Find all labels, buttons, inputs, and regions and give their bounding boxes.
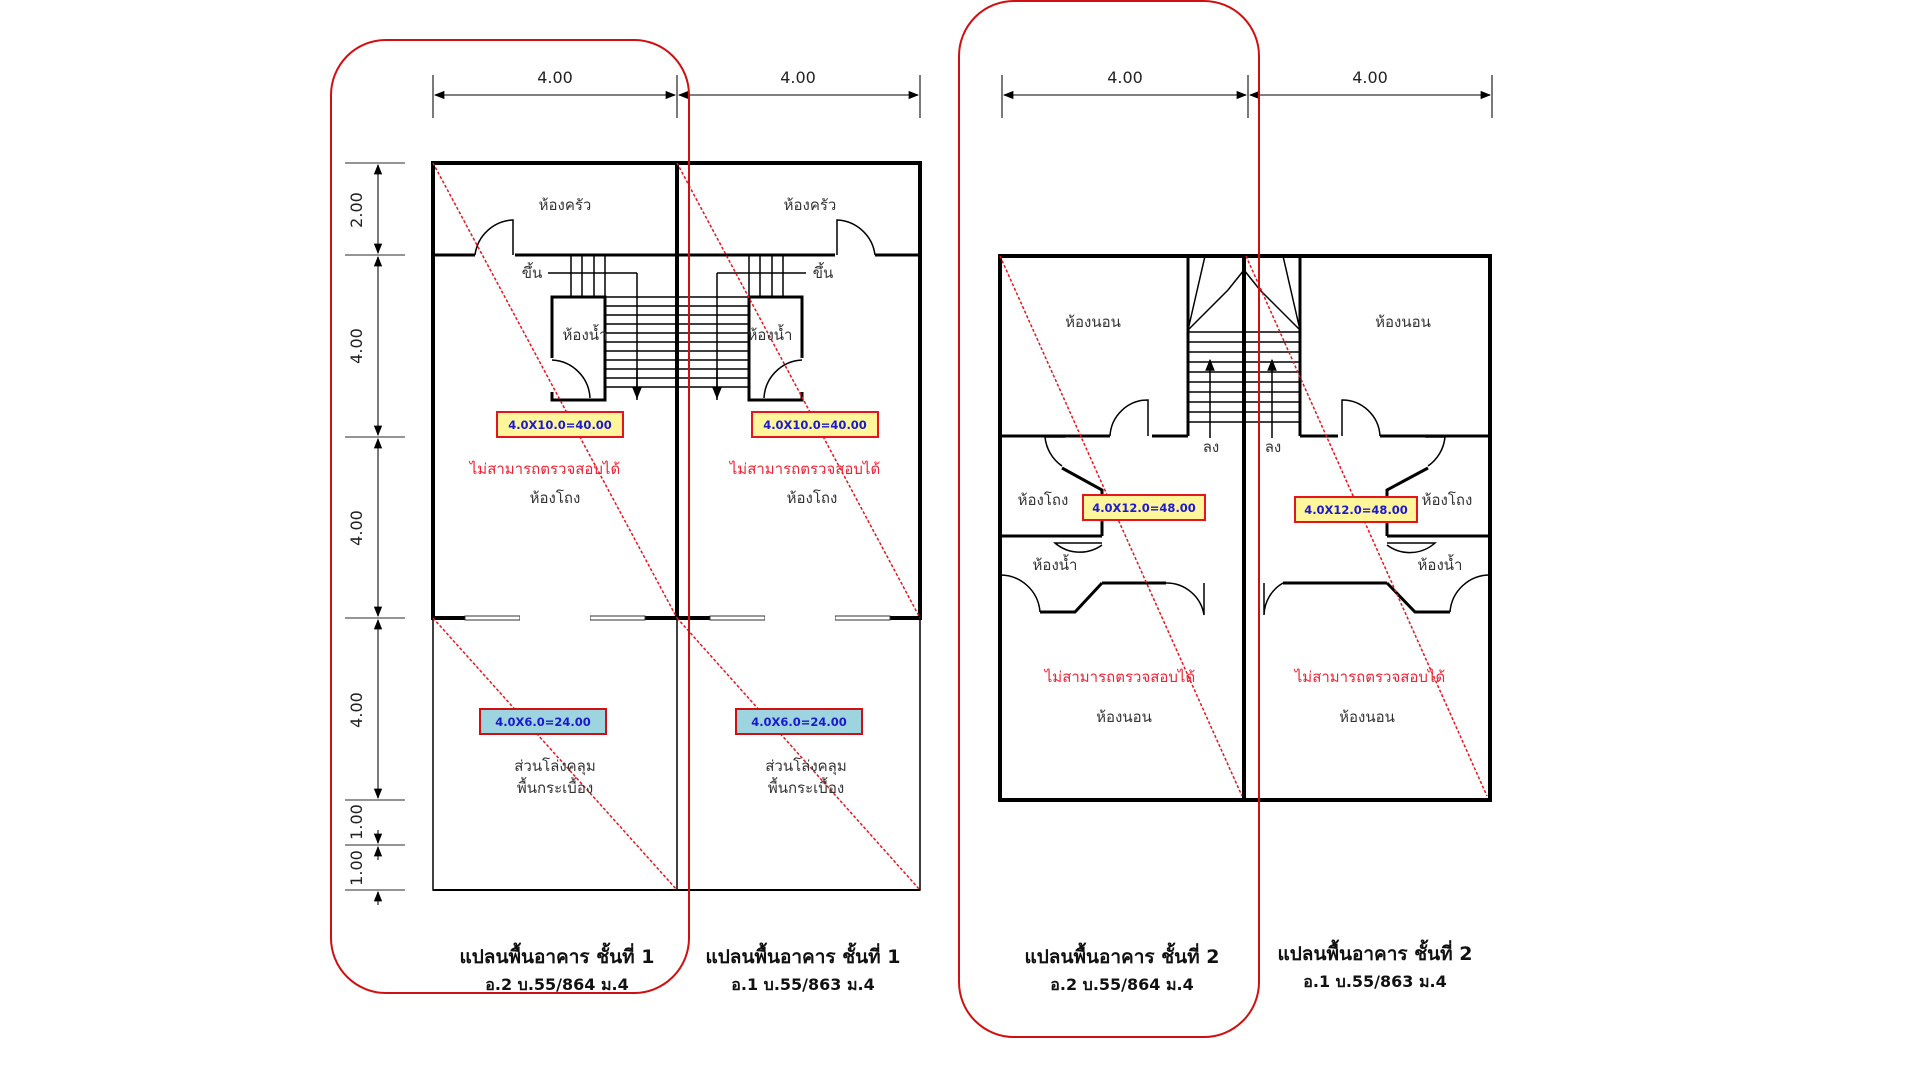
room-label-bedroom: ห้องนอน <box>1375 313 1431 331</box>
room-label-hall: ห้องโถง <box>1422 491 1473 509</box>
dim-label: 2.00 <box>347 192 366 228</box>
door <box>1165 582 1205 616</box>
floor2-top-dimension: 4.00 4.00 <box>1001 68 1493 118</box>
room-label-porch-floor: พื้นกระเบื้อง <box>517 777 593 797</box>
diagonal-mark <box>432 617 678 891</box>
dim-label: 4.00 <box>347 328 366 364</box>
warning-label: ไม่สามารถตรวจสอบได้ <box>1044 668 1195 686</box>
area-box <box>1082 494 1206 521</box>
floor1-top-dimension: 4.00 4.00 <box>432 68 921 118</box>
floor2-unit1-labels: ห้องนอน ลง ห้องโถง 4.0X12.0=48.00 ห้องน้… <box>1265 313 1473 726</box>
dim-label: 1.00 <box>347 850 366 886</box>
highlight-box-floor2 <box>958 0 1260 1038</box>
area-box <box>1294 496 1418 523</box>
door <box>763 359 803 399</box>
room-label-porch-floor: พื้นกระเบื้อง <box>768 777 844 797</box>
warning-label: ไม่สามารถตรวจสอบได้ <box>1294 668 1445 686</box>
area-label: 4.0X10.0=40.00 <box>763 418 867 432</box>
area-label: 4.0X6.0=24.00 <box>751 715 847 729</box>
door <box>1341 399 1381 437</box>
door <box>1044 436 1065 467</box>
room-label-bedroom: ห้องนอน <box>1096 708 1152 726</box>
area-label: 4.0X6.0=24.00 <box>495 715 591 729</box>
door <box>1052 542 1103 553</box>
door <box>1449 574 1491 613</box>
stairs <box>548 255 677 402</box>
plan-address: อ.1 บ.55/863 ม.4 <box>731 975 874 994</box>
diagonal-mark <box>676 162 921 619</box>
area-label: 4.0X12.0=48.00 <box>1092 501 1196 515</box>
dim-label: 4.00 <box>347 692 366 728</box>
plan-title: แปลนพื้นอาคาร ชั้นที่ 1 <box>460 942 655 968</box>
door <box>1425 436 1446 467</box>
room-label-hall: ห้องโถง <box>530 489 581 507</box>
door <box>836 219 876 256</box>
door <box>1386 542 1437 554</box>
dim-label: 4.00 <box>347 510 366 546</box>
stair-down-label: ลง <box>1203 438 1220 456</box>
room-label-porch: ส่วนโล่งคลุม <box>514 757 596 776</box>
area-box <box>479 708 607 735</box>
area-label: 4.0X10.0=40.00 <box>508 418 612 432</box>
room-label-bathroom: ห้องน้ำ <box>563 324 608 344</box>
floor2-unit2-labels: ห้องนอน ลง ห้องโถง 4.0X12.0=48.00 ห้องน้… <box>1018 313 1220 726</box>
room-label-hall: ห้องโถง <box>787 489 838 507</box>
stairs <box>677 255 806 402</box>
diagonal-mark <box>999 255 1243 797</box>
room-label-bathroom: ห้องน้ำ <box>1418 554 1463 574</box>
room-label-kitchen: ห้องครัว <box>539 196 592 214</box>
stair-treads <box>677 305 749 388</box>
dim-label: 4.00 <box>537 68 573 87</box>
dim-label: 4.00 <box>1107 68 1143 87</box>
room-label-porch: ส่วนโล่งคลุม <box>765 757 847 776</box>
floor1-plan: 4.00 4.00 2.00 4.00 4.00 4.00 1.00 1.00 <box>345 68 922 994</box>
door <box>1109 399 1149 437</box>
dim-label: 4.00 <box>1352 68 1388 87</box>
area-box <box>496 411 624 438</box>
highlight-box-floor1 <box>330 39 690 994</box>
floor1-unit1-labels: ห้องครัว ขึ้น ห้องน้ำ 4.0X10.0=40.00 ไม่… <box>729 196 880 797</box>
sliding-doors <box>464 614 891 622</box>
diagonal-mark <box>1245 255 1488 797</box>
stair-treads <box>605 305 677 388</box>
plan-address: อ.1 บ.55/863 ม.4 <box>1303 972 1446 991</box>
plan-address: อ.2 บ.55/864 ม.4 <box>1050 975 1193 994</box>
room-label-bathroom: ห้องน้ำ <box>1033 554 1078 574</box>
stairs <box>1186 255 1302 438</box>
plan-title: แปลนพื้นอาคาร ชั้นที่ 2 <box>1278 939 1473 965</box>
area-box <box>735 708 863 735</box>
room-label-hall: ห้องโถง <box>1018 491 1069 509</box>
room-label-kitchen: ห้องครัว <box>784 196 837 214</box>
stair-down-label: ลง <box>1265 438 1282 456</box>
door <box>999 574 1041 613</box>
floor2-plan: 4.00 4.00 <box>998 68 1493 994</box>
area-label: 4.0X12.0=48.00 <box>1304 503 1408 517</box>
door <box>551 359 591 399</box>
diagonal-mark <box>676 617 921 891</box>
area-box <box>751 411 879 438</box>
plan-title: แปลนพื้นอาคาร ชั้นที่ 1 <box>706 942 901 968</box>
stair-up-label: ขึ้น <box>813 262 834 282</box>
floor1-unit2-labels: ห้องครัว ขึ้น ห้องน้ำ 4.0X10.0=40.00 ไม่… <box>469 196 624 797</box>
room-label-bathroom: ห้องน้ำ <box>748 324 793 344</box>
dim-label: 1.00 <box>347 804 366 840</box>
room-label-bedroom: ห้องนอน <box>1339 708 1395 726</box>
room-label-bedroom: ห้องนอน <box>1065 313 1121 331</box>
diagonal-mark <box>432 162 678 619</box>
floor1-side-dimension: 2.00 4.00 4.00 4.00 1.00 1.00 <box>345 162 405 905</box>
dim-label: 4.00 <box>780 68 816 87</box>
warning-label: ไม่สามารถตรวจสอบได้ <box>469 460 620 478</box>
stair-up-label: ขึ้น <box>522 262 543 282</box>
door <box>474 219 514 256</box>
warning-label: ไม่สามารถตรวจสอบได้ <box>729 460 880 478</box>
door <box>1263 582 1284 616</box>
plan-address: อ.2 บ.55/864 ม.4 <box>485 975 628 994</box>
plan-title: แปลนพื้นอาคาร ชั้นที่ 2 <box>1025 942 1220 968</box>
